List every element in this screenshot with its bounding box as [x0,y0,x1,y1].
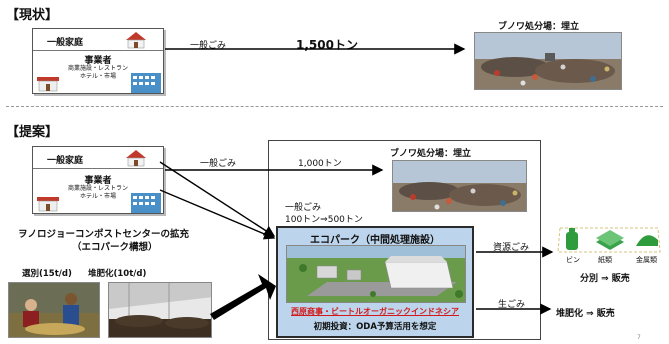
household-label: 一般家庭 [47,156,84,166]
office-building-icon [131,193,161,213]
diverted-flow-label: 一般ごみ [285,203,322,213]
metal-label: 金属類 [636,256,657,264]
proposal-flow-label: 一般ごみ [200,159,237,169]
page-number: 7 [637,334,641,341]
sorting-label: 選別(15t/d) [22,269,72,279]
ecopark-box: エコパーク（中間処理施設） 西原商事・ビートルオーガニックインドネシア 初期投資… [276,226,474,338]
ecopark-investment: 初期投資：ODA予算活用を想定 [313,322,437,332]
current-flow-label: 一般ごみ [190,41,227,51]
paper-icon [596,230,624,250]
ecopark-partner: 西原商事・ビートルオーガニックインドネシア [291,307,459,316]
proposal-section-title: 【提案】 [6,125,59,140]
sort-sell-label: 分別 ⇒ 販売 [580,274,630,284]
business-to-ecopark-arrow [159,189,276,240]
raw-waste-label: 生ごみ [498,300,526,310]
metal-icon [636,235,658,246]
proposal-source-box: 一般家庭 事業者 商業施設・レストラン ホテル・市場 [32,146,164,214]
proposal-landfill-label: ブノワ処分場：埋立 [390,149,472,159]
household-label: 一般家庭 [47,38,84,48]
paper-label: 紙類 [598,256,612,264]
compost-sell-label: 堆肥化 ⇒ 販売 [556,309,615,319]
current-source-box: 一般家庭 事業者 商業施設・レストラン ホテル・市場 [32,28,164,94]
house-icon [126,32,146,49]
business-sub-1: 商業施設・レストラン [67,65,128,72]
current-landfill-photo [474,32,622,90]
expansion-title: ヲノロジョーコンポストセンターの拡充 [18,229,190,240]
resource-waste-label: 資源ごみ [493,243,530,253]
ecopark-rendering [286,245,466,303]
expansion-subtitle: （エコパーク構想） [72,242,158,253]
business-sub-2: ホテル・市場 [79,73,116,80]
shop-icon [37,77,59,92]
compost-center-arrow [210,274,276,320]
business-label: 事業者 [84,56,112,66]
proposal-landfill-photo [392,160,527,212]
shop-icon [37,197,59,212]
office-building-icon [131,73,161,93]
ecopark-title: エコパーク（中間処理施設） [310,235,440,246]
business-sub-2: ホテル・市場 [79,193,116,200]
recyclables-group: ビン 紙類 金属類 [556,222,666,270]
business-sub-1: 商業施設・レストラン [67,185,128,192]
business-icons [37,73,161,93]
current-landfill-label: ブノワ処分場：埋立 [498,22,580,32]
household-to-ecopark-arrow [159,161,276,237]
sorting-photo [8,282,100,338]
house-icon [126,150,146,167]
recyclables-icons [557,227,661,253]
composting-label: 堆肥化(10t/d) [88,269,147,279]
section-divider [6,106,663,107]
proposal-flow-amount: 1,000トン [298,159,342,169]
bottle-icon [566,228,578,250]
business-icons [37,193,161,213]
bottle-label: ビン [566,256,580,264]
current-section-title: 【現状】 [6,8,59,23]
diverted-flow-amount: 100トン⇒500トン [285,215,363,225]
business-label: 事業者 [84,176,112,186]
composting-photo [108,282,212,338]
